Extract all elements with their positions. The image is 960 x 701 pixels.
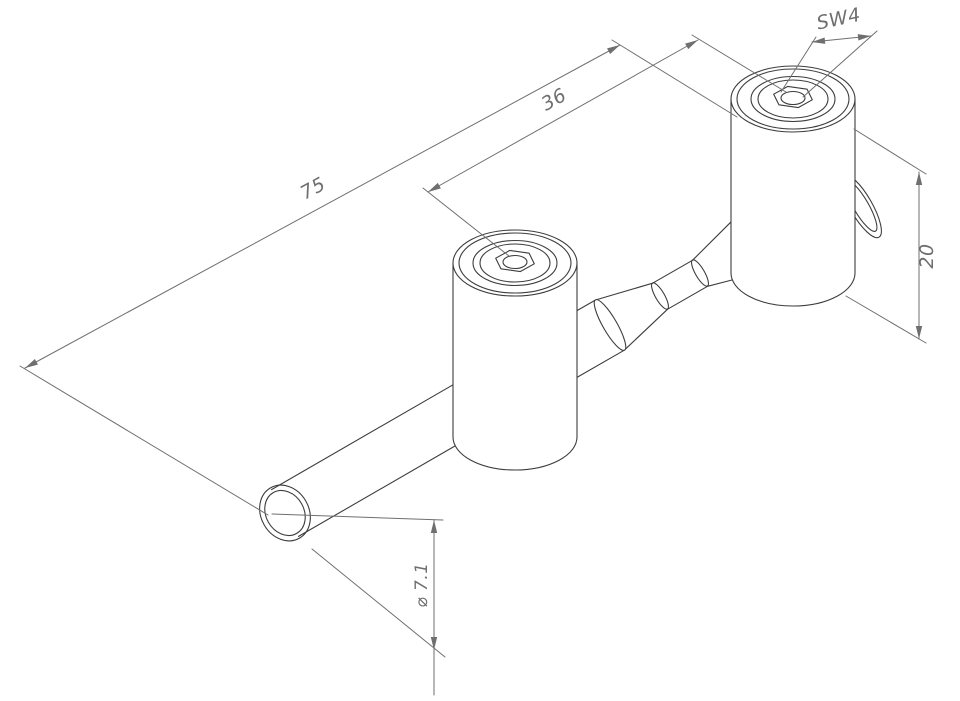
dimension-annotations: 75 36 SW4 20 ⌀ 7.1	[19, 4, 938, 696]
dim-75-ext-left	[19, 365, 269, 516]
dim-36-ext-left	[422, 187, 510, 257]
dim-36-label: 36	[538, 84, 571, 116]
main-rod-bottom-edge	[297, 445, 457, 537]
rod-end-chamfer	[264, 489, 306, 537]
right-collar-top-rim	[730, 65, 856, 133]
sw4-dim-line	[811, 34, 872, 44]
shaft-step-rim-neck-left	[650, 282, 670, 310]
dim-20-ext-top	[853, 128, 927, 175]
main-rod-fill	[271, 371, 477, 537]
sw4-ext-left	[780, 36, 817, 93]
right-screw-head	[757, 79, 829, 119]
dim-dia-label: ⌀ 7.1	[412, 562, 432, 607]
part-geometry	[259, 65, 882, 542]
main-rod-top-edge	[270, 384, 454, 491]
right-hex-socket	[773, 85, 813, 109]
right-collar-chamfer	[736, 68, 850, 130]
dim-36-line	[427, 39, 699, 193]
left-collar-outline	[452, 262, 578, 471]
connecting-shaft-fill	[577, 203, 765, 378]
right-collar-body-fill	[731, 99, 855, 306]
right-screw-counterbore	[750, 75, 836, 123]
sw4-label: SW4	[815, 4, 863, 35]
shaft-step-rim-neck-right	[690, 259, 710, 287]
dim-dia-ext-bottom	[311, 548, 446, 658]
left-collar-top-rim	[452, 229, 578, 297]
dim-36-ext-right	[691, 34, 787, 93]
right-socket-cone	[780, 90, 806, 106]
dim-dia-ext-top	[271, 513, 444, 521]
dim-20-ext-bottom	[845, 295, 927, 344]
right-collar-outline	[730, 98, 856, 307]
dim-20-label: 20	[916, 243, 938, 268]
dim-75-ext-right	[611, 39, 738, 118]
dim-75-label: 75	[297, 173, 330, 204]
